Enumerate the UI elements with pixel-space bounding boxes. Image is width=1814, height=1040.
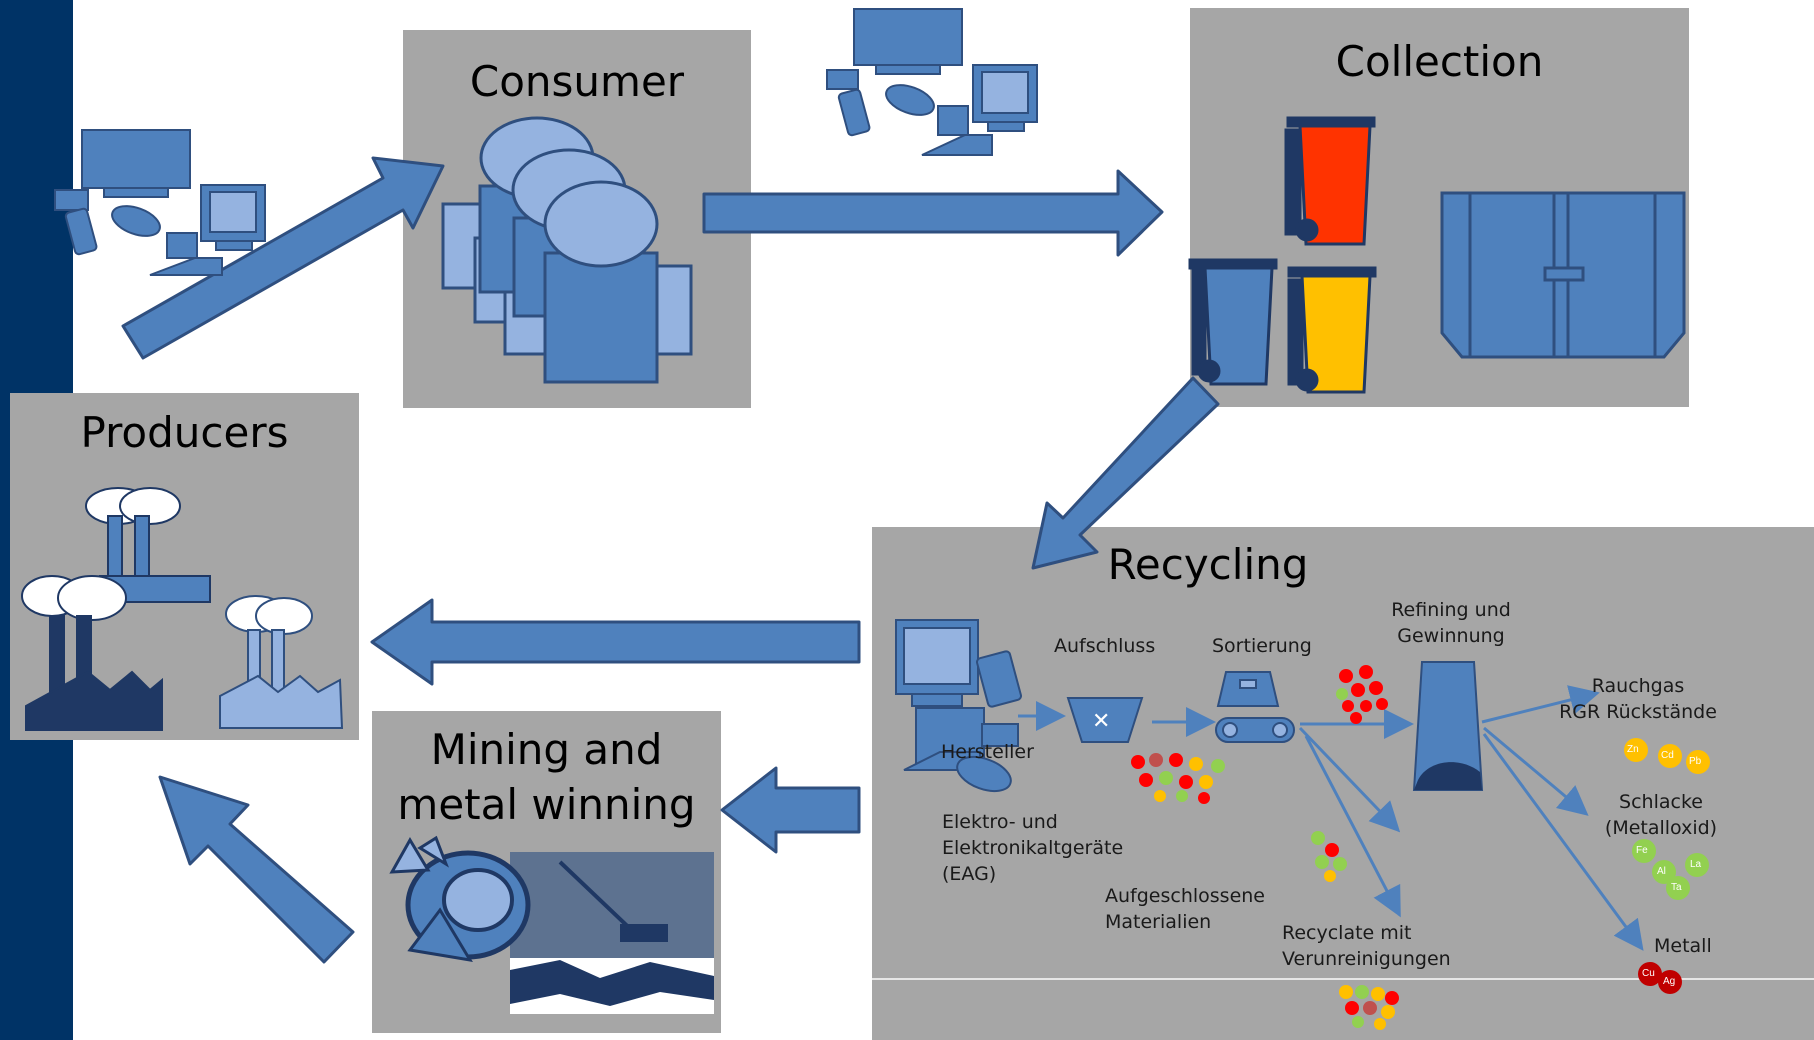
consumer-people-icon: [441, 116, 693, 384]
collection-bins-icon: [1188, 116, 1377, 394]
sortierung-label: Sortierung: [1212, 635, 1312, 657]
element-al: Al: [1657, 866, 1666, 877]
recycling-box: [872, 527, 1814, 1040]
metall-label: Metall: [1654, 935, 1712, 957]
particle-cluster-aufgeschlossen: [1131, 753, 1225, 804]
arrow-producers-to-consumer: [121, 156, 445, 360]
refining-furnace-icon: [1412, 661, 1484, 791]
eag-label-line3: (EAG): [942, 863, 997, 885]
electronics-icon-left: [54, 129, 266, 276]
mining-icon: [389, 835, 714, 1014]
particle-cluster-sortierung: [1336, 665, 1388, 724]
producers-title: Producers: [80, 408, 289, 457]
element-ag: Ag: [1663, 976, 1676, 987]
element-la: La: [1690, 859, 1702, 870]
sortierung-icon: [1215, 671, 1295, 743]
eag-label-line1: Elektro- und: [942, 811, 1058, 833]
flow-arrows: [1018, 685, 1644, 951]
element-dots: [1624, 738, 1710, 994]
collection-title: Collection: [1335, 37, 1544, 86]
particle-cluster-bottom: [1339, 985, 1399, 1030]
element-cu: Cu: [1642, 968, 1655, 979]
recyclate-label-line1: Recyclate mit: [1282, 922, 1412, 944]
arrow-collection-to-recycling: [1031, 376, 1220, 570]
arrow-consumer-to-collection: [702, 169, 1164, 257]
mining-title-line1: Mining and: [430, 725, 663, 774]
rauchgas-label-line1: Rauchgas: [1591, 675, 1685, 697]
svg-text:✕: ✕: [1092, 709, 1110, 734]
rauchgas-label-line2: RGR Rückstände: [1559, 701, 1717, 723]
recyclate-label-line2: Verunreinigungen: [1282, 948, 1451, 970]
element-zn: Zn: [1627, 744, 1639, 755]
factory-icon-left: [21, 575, 163, 731]
big-arrows: [121, 156, 1220, 964]
electronics-icon-top: [826, 8, 1038, 156]
aufschluss-label: Aufschluss: [1054, 635, 1156, 657]
element-cd: Cd: [1661, 750, 1674, 761]
refining-label-line2: Gewinnung: [1397, 625, 1505, 647]
eag-electronics-icon: [895, 619, 1022, 793]
refining-label-line1: Refining und: [1391, 599, 1511, 621]
schlacke-label-line1: Schlacke: [1619, 791, 1703, 813]
hersteller-label: Hersteller: [941, 741, 1034, 763]
arrow-mining-to-producers: [158, 775, 355, 964]
aufgeschlossene-label-line2: Materialien: [1105, 911, 1212, 933]
element-pb: Pb: [1689, 756, 1702, 767]
aufschluss-icon: ✕: [1066, 697, 1144, 743]
mining-title-line2: metal winning: [397, 780, 696, 829]
aufgeschlossene-label-line1: Aufgeschlossene: [1105, 885, 1265, 907]
collection-container-icon: [1440, 191, 1686, 359]
recycling-title: Recycling: [1107, 540, 1309, 589]
particle-cluster-recyclate: [1311, 831, 1347, 882]
factory-icon-right: [219, 595, 344, 729]
factory-icon-top: [85, 487, 211, 603]
element-fe: Fe: [1636, 845, 1648, 856]
eag-label-line2: Elektronikaltgeräte: [942, 837, 1124, 859]
consumer-title: Consumer: [469, 57, 685, 106]
schlacke-label-line2: (Metalloxid): [1604, 817, 1718, 839]
arrow-recycling-to-mining: [720, 766, 861, 854]
element-ta: Ta: [1671, 882, 1682, 893]
arrow-recycling-to-producers: [370, 598, 861, 686]
